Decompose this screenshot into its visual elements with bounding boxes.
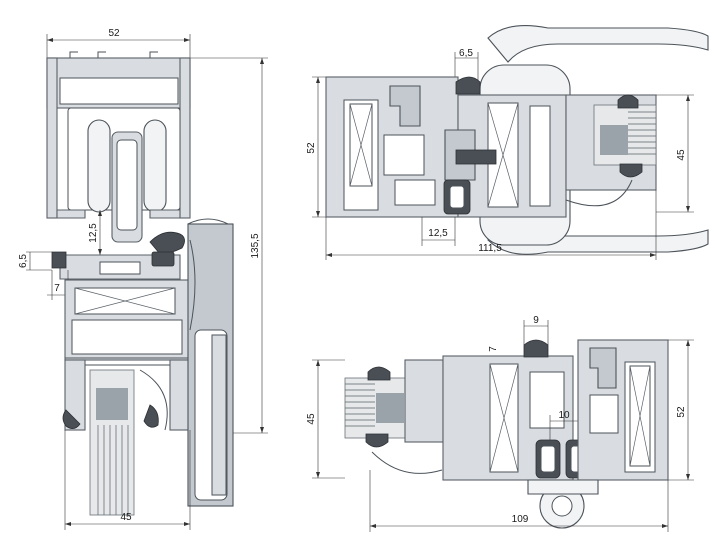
dim-top-offset: 6,5	[459, 48, 473, 59]
dim-br-total: 109	[512, 514, 529, 525]
vertical-section: 52 135,5 12,5	[18, 28, 268, 530]
dim-br-top-small: 7	[488, 346, 499, 352]
dim-gap: 12,5	[88, 223, 99, 243]
dim-height: 135,5	[250, 233, 261, 258]
dim-right-height: 45	[676, 149, 687, 161]
bottom-right-section: 9 7 45 10	[306, 315, 694, 532]
dim-br-right-height: 52	[676, 406, 687, 418]
dim-left-height: 52	[306, 142, 317, 154]
dim-left-offset: 6,5	[18, 254, 29, 268]
dim-top-width: 52	[108, 28, 120, 39]
dim-tr-total: 111,5	[478, 243, 502, 254]
handle-top	[487, 25, 709, 63]
dim-br-gap: 10	[558, 410, 570, 421]
dim-br-left-height: 45	[306, 413, 317, 425]
top-right-section: 6,5 7 52	[306, 25, 709, 260]
dim-tr-gap: 12,5	[428, 228, 448, 239]
dim-bottom-width: 45	[120, 512, 132, 523]
dim-bottom-offset: 7	[54, 283, 60, 294]
dim-br-top-offset: 9	[533, 315, 539, 326]
